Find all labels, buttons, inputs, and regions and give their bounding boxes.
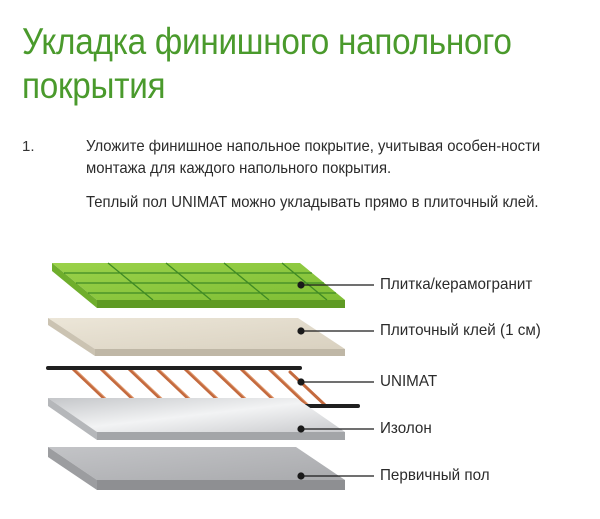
adhesive-layer (48, 318, 345, 356)
tile-layer (52, 262, 345, 308)
izolon-layer (48, 398, 345, 440)
page-title: Укладка финишного напольного покрытия (22, 21, 512, 106)
label-subfloor: Первичный пол (380, 467, 490, 484)
label-tiles: Плитка/керамогранит (380, 276, 533, 293)
step-paragraph-2: Теплый пол UNIMAT можно укладывать прямо… (86, 194, 539, 211)
subfloor-layer (48, 447, 345, 490)
step-number: 1. (22, 138, 35, 155)
label-izolon: Изолон (380, 420, 432, 437)
label-unimat: UNIMAT (380, 373, 438, 390)
label-adhesive: Плиточный клей (1 см) (380, 322, 541, 339)
step-paragraph-1: Уложите финишное напольное покрытие, учи… (86, 138, 541, 177)
